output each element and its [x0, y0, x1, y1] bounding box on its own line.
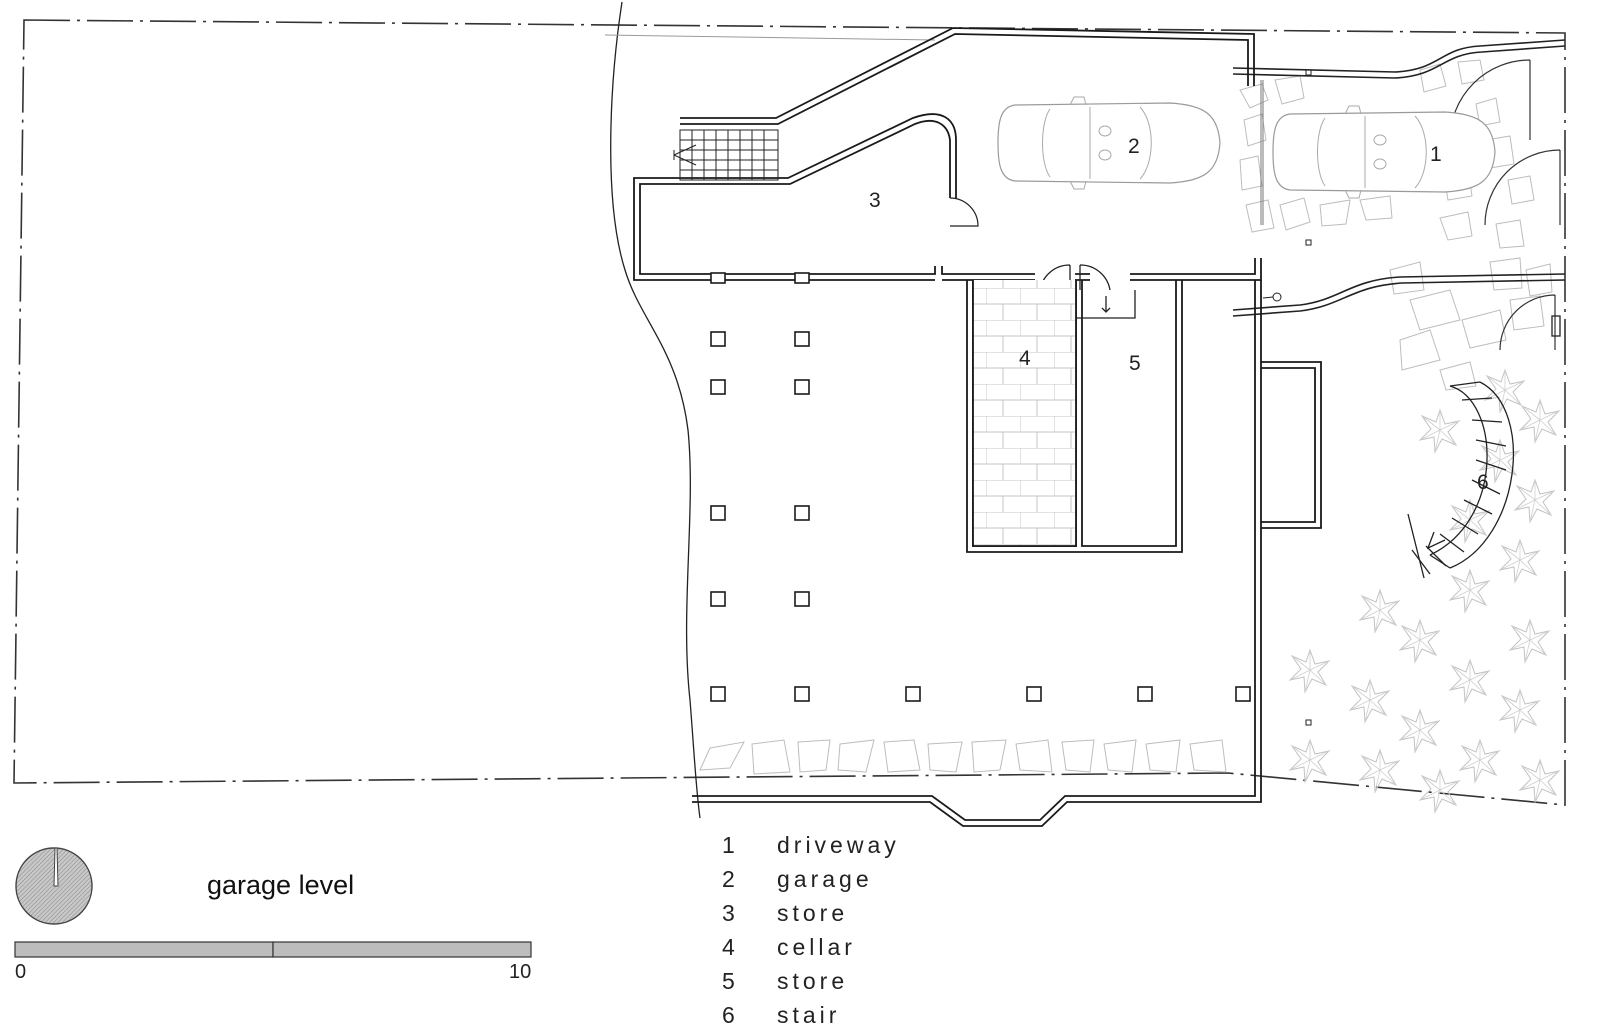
- entry-stair: [673, 129, 779, 181]
- garden-stair: [1407, 381, 1515, 579]
- gate-swings: [1449, 59, 1561, 351]
- room-label-3: 3: [869, 189, 881, 212]
- room-label-5: 5: [1129, 352, 1141, 375]
- property-boundary: [13, 19, 1566, 806]
- garage-door: [1260, 80, 1264, 225]
- plan-title: garage level: [207, 870, 354, 900]
- contour-line: [610, 1, 701, 819]
- cellar-tiles: [973, 280, 1076, 546]
- scale-max-label: 10: [509, 961, 531, 983]
- top-light-line: [604, 34, 936, 41]
- garden-plants: [1289, 369, 1560, 813]
- room-label-4: 4: [1019, 347, 1031, 370]
- room-label-6: 6: [1477, 471, 1489, 494]
- scale-min-label: 0: [15, 961, 26, 983]
- scale-bar: [14, 941, 532, 958]
- store-door: [949, 197, 979, 227]
- room-label-1: 1: [1430, 143, 1442, 166]
- room-label-2: 2: [1128, 135, 1140, 158]
- car-icon: [1272, 105, 1496, 199]
- columns: [710, 272, 1251, 702]
- car-icon: [997, 96, 1221, 190]
- driveway-edges: [1232, 39, 1566, 317]
- building-walls: [633, 27, 1322, 827]
- paving-stones: [699, 59, 1553, 775]
- north-arrow-icon: [15, 847, 93, 925]
